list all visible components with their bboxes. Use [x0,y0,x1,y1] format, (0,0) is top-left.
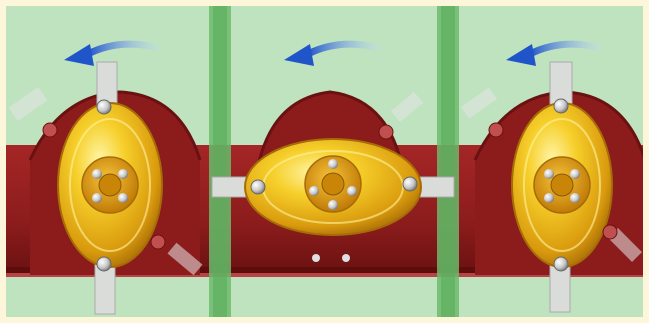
panel-divider-left [209,6,231,317]
panel-divider-right [437,6,459,317]
figure-field [6,6,645,317]
